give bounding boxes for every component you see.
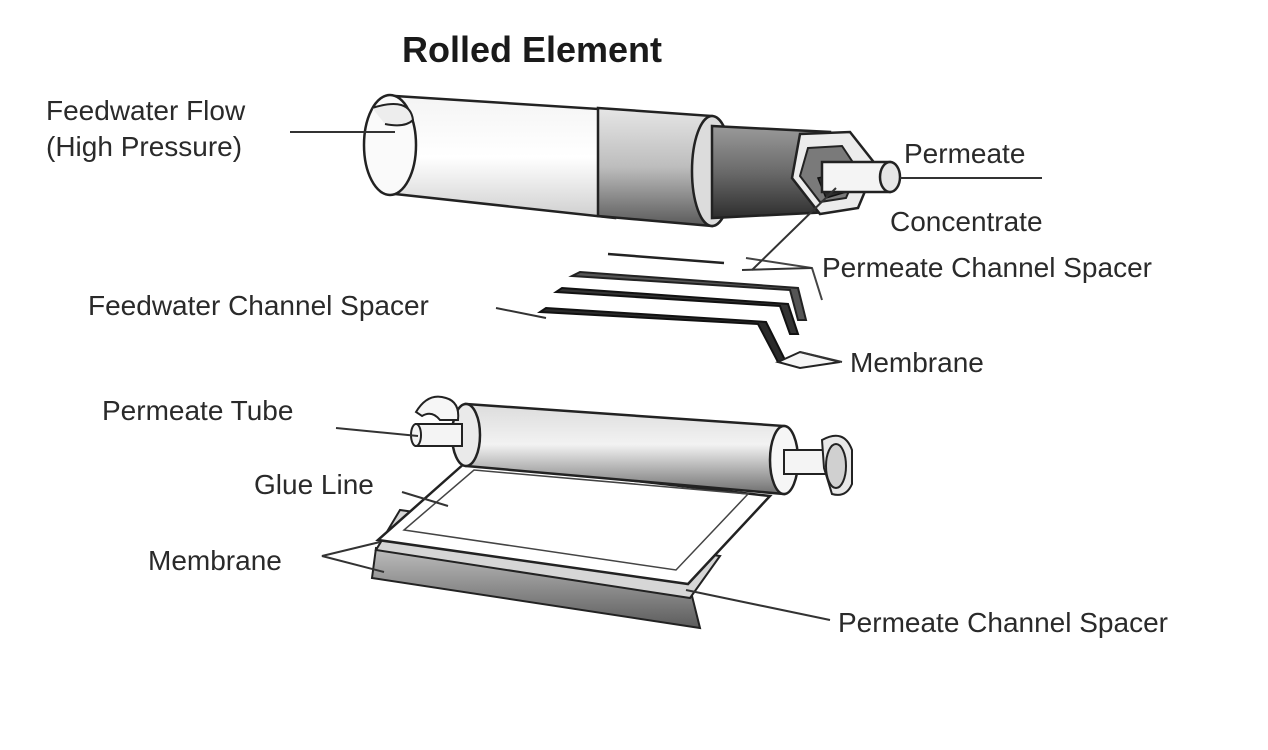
- label-permeate-channel-spacer-top: Permeate Channel Spacer: [822, 252, 1152, 283]
- leader-permeate-tube: [335, 427, 419, 437]
- label-glue-line: Glue Line: [254, 469, 374, 500]
- label-feedwater-channel-spacer: Feedwater Channel Spacer: [88, 290, 429, 321]
- label-feedwater-flow-pressure: (High Pressure): [46, 131, 242, 162]
- leader-concentrate: [751, 187, 837, 271]
- leader-membrane-top: [799, 351, 843, 363]
- spacer-layers: [536, 252, 841, 370]
- diagram-title: Rolled Element: [402, 29, 662, 70]
- label-permeate-tube: Permeate Tube: [102, 395, 293, 426]
- leader-feedwater-channel-spacer: [495, 307, 547, 319]
- leader-glue-line: [401, 491, 449, 507]
- leader-permeate-channel-spacer-bottom: [685, 589, 831, 621]
- label-permeate-channel-spacer-bottom: Permeate Channel Spacer: [838, 607, 1168, 638]
- leader-membrane-bottom: [321, 541, 385, 573]
- unrolled-membrane-assembly: [370, 395, 853, 630]
- rolled-element-cylinder: [362, 93, 902, 228]
- leader-permeate-channel-spacer-top: [741, 267, 813, 271]
- label-membrane-top: Membrane: [850, 347, 984, 378]
- label-membrane-bottom: Membrane: [148, 545, 282, 576]
- label-concentrate: Concentrate: [890, 206, 1043, 237]
- label-permeate: Permeate: [904, 138, 1025, 169]
- label-feedwater-flow: Feedwater Flow: [46, 95, 246, 126]
